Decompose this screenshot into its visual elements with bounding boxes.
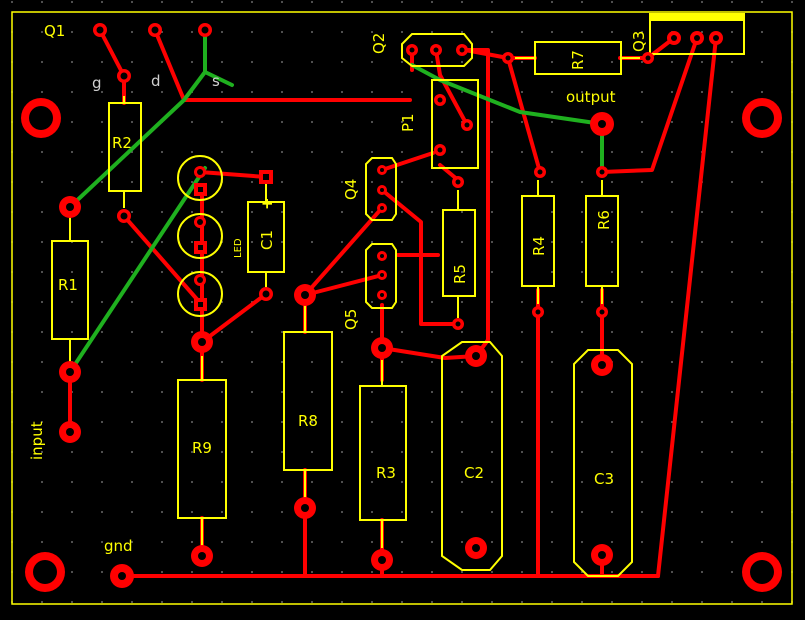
label-q5: Q5: [342, 309, 360, 330]
label-input: input: [28, 421, 46, 460]
r8-body: [283, 331, 333, 471]
mounting-hole-tl: [21, 98, 61, 138]
label-r5: R5: [451, 264, 469, 284]
q2-outline: [401, 33, 473, 67]
label-c2: C2: [464, 464, 484, 482]
label-r4: R4: [530, 236, 548, 256]
label-gnd: gnd: [104, 537, 133, 555]
output-pad: [590, 112, 614, 136]
label-c1-plus: +: [258, 197, 276, 210]
label-p1: P1: [399, 113, 417, 132]
label-gate: g: [92, 74, 102, 92]
q5-outline: [365, 243, 397, 309]
q3-tab: [650, 14, 744, 21]
led3-outline: [177, 271, 223, 317]
c3-body: [573, 349, 633, 577]
c2-body: [441, 341, 503, 571]
labels: Q1 g d s R2 R1 R9 R8 R3 C2 C3 C1 + LED Q…: [28, 22, 648, 555]
label-r9: R9: [192, 439, 212, 457]
q4-outline: [365, 157, 397, 221]
label-r3: R3: [376, 464, 396, 482]
label-r6: R6: [595, 210, 613, 230]
label-r7: R7: [569, 50, 587, 70]
mounting-hole-br: [742, 552, 782, 592]
mounting-hole-bl: [25, 552, 65, 592]
label-r1: R1: [58, 276, 78, 294]
label-q4: Q4: [342, 179, 360, 200]
label-led: LED: [233, 238, 244, 258]
label-q1: Q1: [44, 22, 65, 40]
gnd-pad: [110, 564, 134, 588]
pads: [21, 23, 782, 592]
label-c3: C3: [594, 470, 614, 488]
label-output: output: [566, 88, 616, 106]
label-r2: R2: [112, 134, 132, 152]
label-q3: Q3: [630, 31, 648, 52]
silkscreen: [51, 13, 745, 577]
mounting-hole-tr: [742, 98, 782, 138]
label-q2: Q2: [370, 33, 388, 54]
label-r8: R8: [298, 412, 318, 430]
board-outline: [11, 11, 793, 605]
p1-body: [431, 79, 479, 169]
label-c1: C1: [258, 230, 276, 250]
led1-outline: [177, 155, 223, 201]
green-jumpers: [68, 28, 604, 374]
label-source: s: [212, 72, 220, 90]
led2-outline: [177, 213, 223, 259]
label-drain: d: [151, 72, 161, 90]
